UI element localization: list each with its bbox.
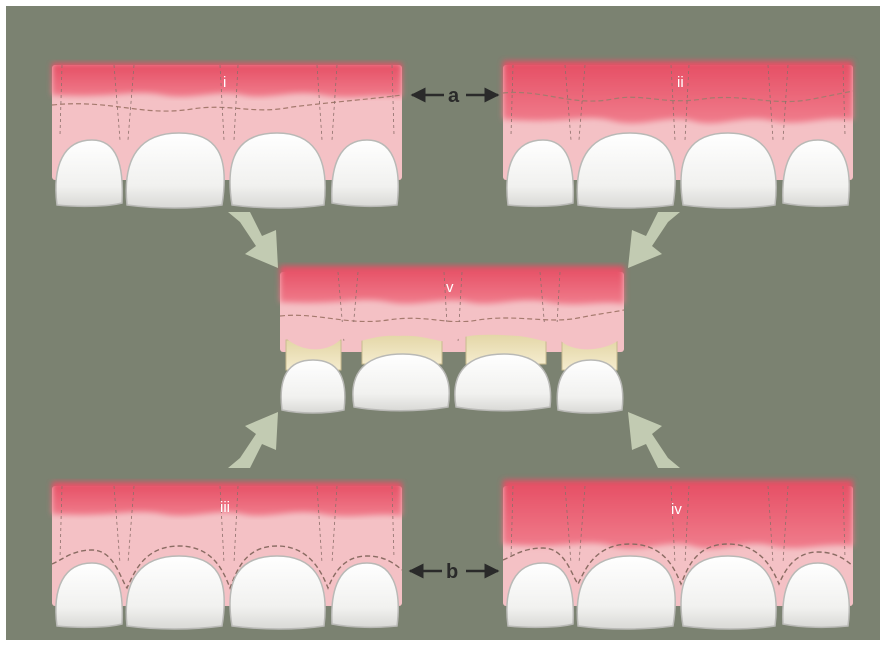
tooth: [230, 133, 325, 208]
gum-dark: [52, 63, 402, 97]
panel-label-iii: iii: [220, 499, 230, 516]
panel-label-iv: iv: [671, 501, 682, 518]
tooth: [230, 556, 325, 629]
panel-label-i: i: [223, 74, 226, 91]
tooth: [455, 354, 551, 411]
comparison-label-a: a: [448, 85, 460, 107]
tooth: [281, 360, 345, 413]
panel-label-v: v: [446, 279, 454, 296]
tooth: [557, 360, 623, 413]
gum-dark: [503, 61, 853, 123]
panel-label-ii: ii: [677, 74, 684, 91]
comparison-label-b: b: [446, 561, 458, 583]
tooth: [681, 133, 776, 208]
tooth: [353, 354, 449, 411]
tooth: [681, 556, 776, 629]
